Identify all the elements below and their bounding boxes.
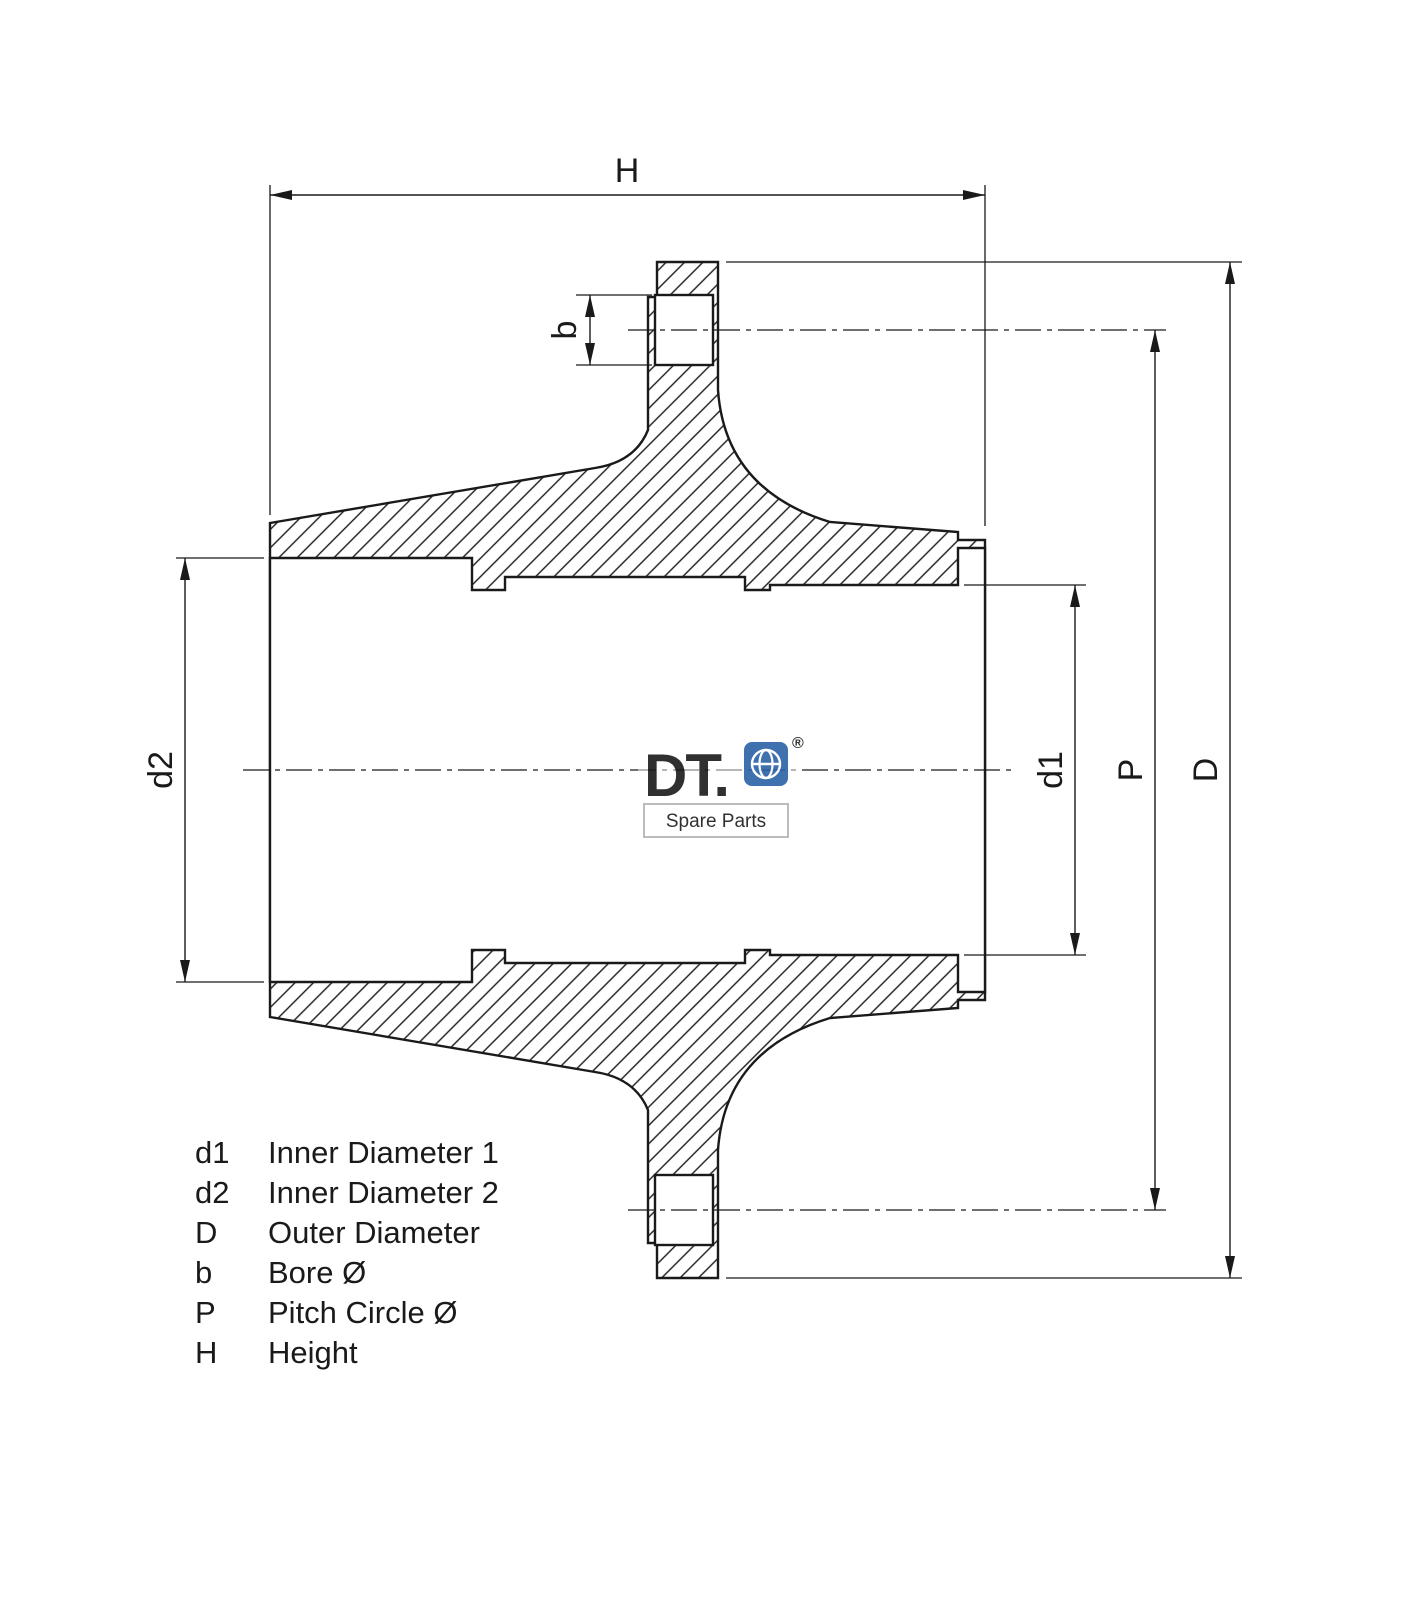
legend-row: P Pitch Circle Ø xyxy=(195,1295,457,1330)
dim-label-P: P xyxy=(1112,759,1150,782)
dim-label-D: D xyxy=(1187,758,1225,783)
legend-row: d1 Inner Diameter 1 xyxy=(195,1135,499,1170)
dimension-b: b xyxy=(546,294,652,366)
legend-symbol: H xyxy=(195,1335,217,1370)
arrowhead xyxy=(1225,1256,1235,1278)
legend-row: b Bore Ø xyxy=(195,1255,366,1290)
hub-bore-cavity xyxy=(268,546,987,994)
logo-subtitle-text: Spare Parts xyxy=(666,811,766,832)
dim-label-d1: d1 xyxy=(1032,751,1070,789)
arrowhead xyxy=(180,960,190,982)
arrowhead xyxy=(1225,262,1235,284)
legend-description: Height xyxy=(268,1335,358,1370)
hub-section xyxy=(268,260,987,1280)
arrowhead xyxy=(585,295,595,317)
legend-description: Bore Ø xyxy=(268,1255,366,1290)
arrowhead xyxy=(180,558,190,580)
logo-subtitle-box xyxy=(643,803,789,838)
legend-symbol: b xyxy=(195,1255,212,1290)
dimension-P: P xyxy=(1112,330,1160,1210)
dimension-H: H xyxy=(269,152,986,526)
legend: d1 Inner Diameter 1 d2 Inner Diameter 2 … xyxy=(195,1135,499,1370)
legend-description: Inner Diameter 1 xyxy=(268,1135,499,1170)
legend-symbol: P xyxy=(195,1295,216,1330)
dimension-d1: d1 xyxy=(964,584,1086,956)
dimension-D: D xyxy=(726,261,1242,1279)
legend-symbol: D xyxy=(195,1215,217,1250)
arrowhead xyxy=(1070,933,1080,955)
legend-symbol: d2 xyxy=(195,1175,229,1210)
legend-symbol: d1 xyxy=(195,1135,229,1170)
legend-row: H Height xyxy=(195,1335,358,1370)
arrowhead xyxy=(270,190,292,200)
centerlines xyxy=(243,329,1166,1211)
dt-logo: DT. ® Spare Parts xyxy=(638,722,804,842)
dim-label-d2: d2 xyxy=(142,751,180,789)
legend-description: Inner Diameter 2 xyxy=(268,1175,499,1210)
legend-row: d2 Inner Diameter 2 xyxy=(195,1175,499,1210)
arrowhead xyxy=(1070,585,1080,607)
legend-row: D Outer Diameter xyxy=(195,1215,480,1250)
dim-label-b: b xyxy=(546,321,584,340)
logo-registered-mark: ® xyxy=(792,735,804,752)
dim-label-H: H xyxy=(615,152,640,190)
arrowhead xyxy=(963,190,985,200)
arrowhead xyxy=(1150,330,1160,352)
arrowhead xyxy=(1150,1188,1160,1210)
legend-description: Pitch Circle Ø xyxy=(268,1295,457,1330)
arrowhead xyxy=(585,343,595,365)
legend-description: Outer Diameter xyxy=(268,1215,480,1250)
logo-globe-icon xyxy=(744,742,788,786)
logo-brand-text: DT. xyxy=(644,742,728,809)
dimension-d2: d2 xyxy=(142,557,264,983)
